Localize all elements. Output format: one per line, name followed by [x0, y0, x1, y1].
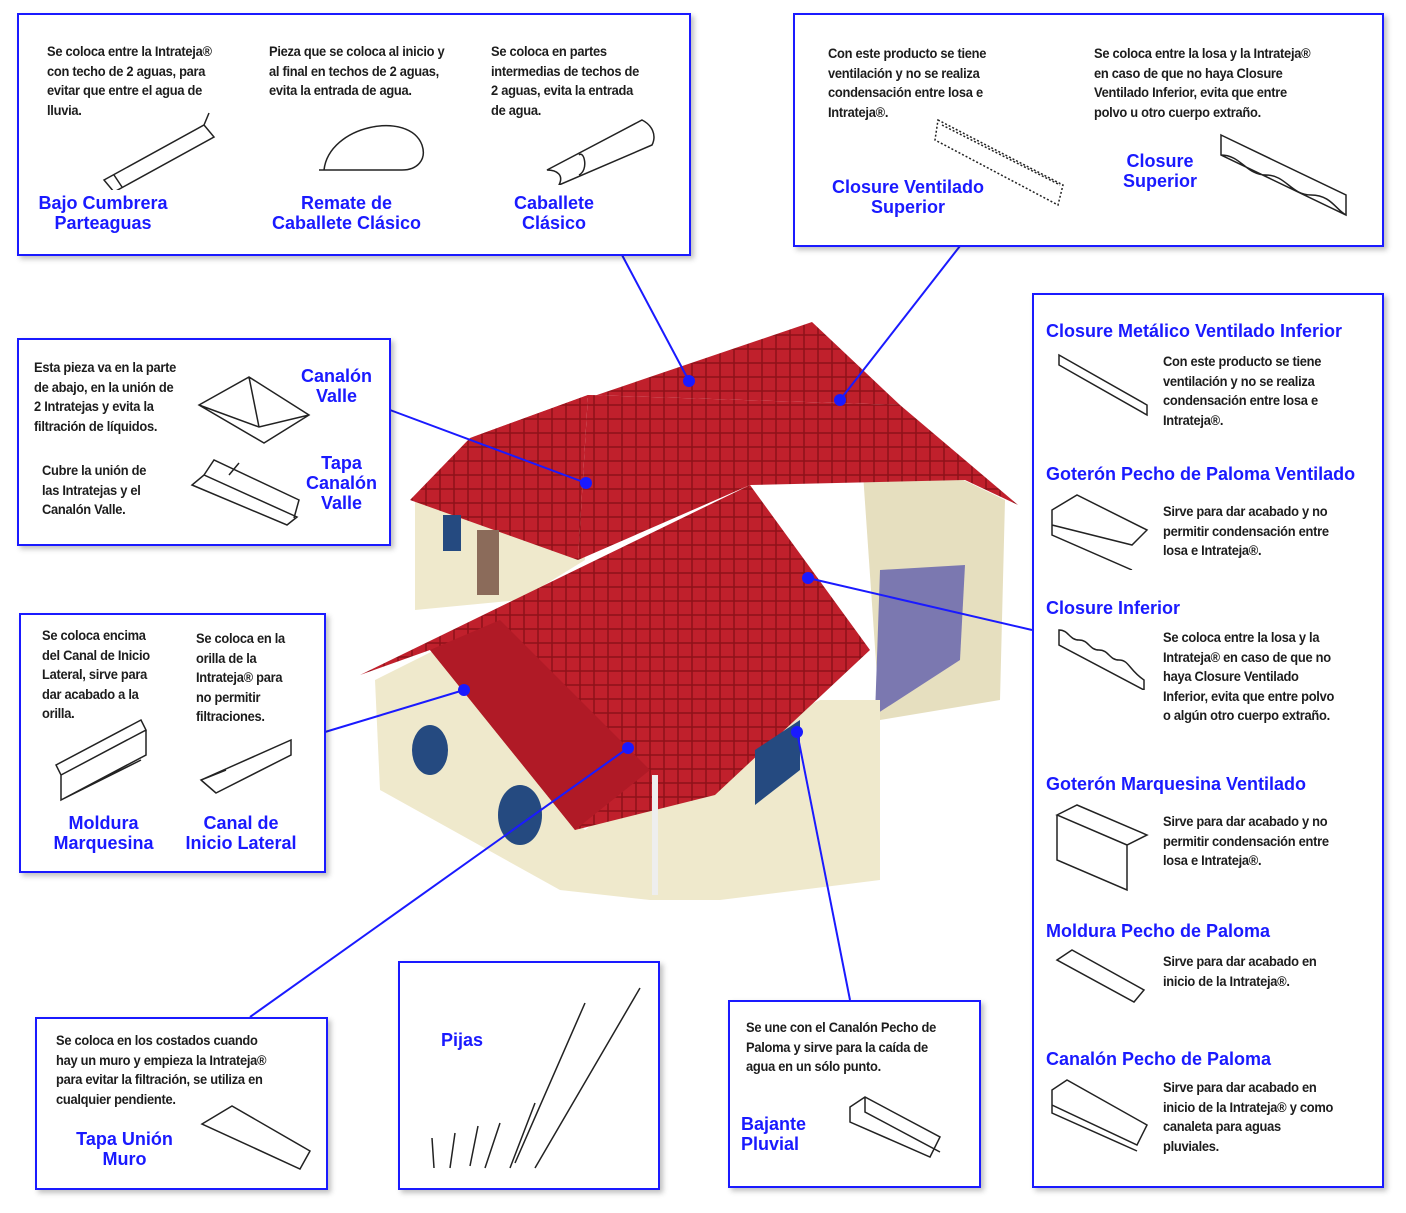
bajante-title: Bajante Pluvial: [741, 1114, 807, 1154]
leader-lines: [249, 245, 1033, 1018]
closure-superior-icon: [1220, 133, 1347, 217]
caballete-desc: Se coloca en partes intermedias de techo…: [491, 43, 639, 118]
right-item-desc: Sirve para dar acabado en inicio de la I…: [1163, 953, 1317, 989]
closure-ventilado-desc: Con este producto se tiene ventilación y…: [828, 45, 987, 120]
pijas-panel: Pijas: [398, 961, 660, 1190]
right-item-desc: Se coloca entre la losa y la Intrateja® …: [1163, 629, 1335, 723]
tapa-union-muro-title: Tapa Unión Muro: [76, 1129, 173, 1169]
canalon-valle-title: Canalón Valle: [300, 366, 372, 406]
eave-products-panel: Closure Metálico Ventilado Inferior Con …: [1032, 293, 1384, 1188]
remate-title: Remate de Caballete Clásico: [271, 193, 422, 233]
ridge-products-panel: Se coloca entre la Intrateja® con techo …: [17, 13, 691, 256]
roof-gable: [430, 620, 650, 830]
tapa-canalon-valle-icon: [190, 459, 300, 526]
caballete-icon: [546, 119, 655, 185]
canalon-valle-icon: [197, 376, 311, 444]
moldura-marquesina-title: Moldura Marquesina: [53, 813, 154, 853]
bajante-icon: [849, 1096, 941, 1158]
closure-superior-title: Closure Superior: [1122, 151, 1197, 191]
caballete-title: Caballete Clásico: [513, 193, 595, 233]
tapa-canalon-valle-title: Tapa Canalón Valle: [305, 453, 377, 513]
callout-dots: [458, 375, 846, 754]
canal-inicio-icon: [199, 738, 292, 794]
moldura-pecho-icon: [1055, 949, 1146, 1003]
canalon-pecho-icon: [1051, 1079, 1148, 1152]
garage-door: [875, 565, 965, 715]
goteron-pecho-icon: [1051, 494, 1149, 570]
bajo-cumbrera-desc: Se coloca entre la Intrateja® con techo …: [47, 43, 212, 118]
bajo-cumbrera-icon: [102, 112, 216, 190]
remate-icon: [319, 124, 424, 171]
window: [412, 725, 448, 775]
tapa-union-muro-icon: [200, 1105, 312, 1170]
right-item-title: Canalón Pecho de Paloma: [1046, 1049, 1272, 1069]
door: [477, 530, 499, 595]
goteron-marquesina-icon: [1055, 804, 1149, 892]
canal-inicio-title: Canal de Inicio Lateral: [185, 813, 297, 853]
bajante-panel: Se une con el Canalón Pecho de Paloma y …: [728, 1000, 981, 1188]
closure-metalico-icon: [1058, 353, 1148, 417]
right-item-title: Goterón Pecho de Paloma Ventilado: [1046, 464, 1356, 484]
valle-panel: Esta pieza va en la parte de abajo, en l…: [17, 338, 391, 546]
tapa-canalon-valle-desc: Cubre la unión de las Intratejas y el Ca…: [42, 462, 147, 517]
roof-main: [578, 395, 1018, 560]
right-item-desc: Sirve para dar acabado y no permitir con…: [1163, 503, 1329, 558]
moldura-marquesina-icon: [55, 718, 147, 802]
canal-inicio-desc: Se coloca en la orilla de la Intrateja® …: [196, 630, 285, 724]
pijas-title: Pijas: [441, 1030, 484, 1050]
window: [498, 785, 542, 845]
window: [443, 515, 461, 551]
closure-superior-panel: Con este producto se tiene ventilación y…: [793, 13, 1384, 247]
tapa-union-muro-desc: Se coloca en los costados cuando hay un …: [56, 1032, 267, 1107]
roof-front: [360, 485, 870, 830]
roof-hip-left: [410, 395, 588, 560]
right-item-desc: Sirve para dar acabado en inicio de la I…: [1163, 1079, 1334, 1154]
closure-ventilado-title: Closure Ventilado Superior: [831, 177, 985, 217]
screws-icon: [431, 987, 641, 1169]
right-item-desc: Con este producto se tiene ventilación y…: [1163, 353, 1322, 428]
marquesina-panel: Se coloca encima del Canal de Inicio Lat…: [19, 613, 326, 873]
right-item-title: Closure Inferior: [1046, 598, 1181, 618]
closure-ventilado-icon: [934, 118, 1064, 207]
right-item-title: Moldura Pecho de Paloma: [1046, 921, 1271, 941]
canalon-valle-desc: Esta pieza va en la parte de abajo, en l…: [34, 359, 177, 434]
bajo-cumbrera-title: Bajo Cumbrera Parteaguas: [38, 193, 168, 233]
right-item-desc: Sirve para dar acabado y no permitir con…: [1163, 813, 1329, 868]
window: [755, 720, 800, 805]
right-item-title: Goterón Marquesina Ventilado: [1046, 774, 1307, 794]
closure-superior-desc: Se coloca entre la losa y la Intrateja® …: [1094, 45, 1311, 120]
right-item-title: Closure Metálico Ventilado Inferior: [1046, 321, 1343, 341]
remate-desc: Pieza que se coloca al inicio y al final…: [269, 43, 445, 98]
closure-inferior-icon: [1058, 629, 1145, 690]
moldura-marquesina-desc: Se coloca encima del Canal de Inicio Lat…: [42, 627, 150, 721]
bajante-desc: Se une con el Canalón Pecho de Paloma y …: [746, 1019, 936, 1074]
muro-panel: Se coloca en los costados cuando hay un …: [35, 1017, 328, 1190]
